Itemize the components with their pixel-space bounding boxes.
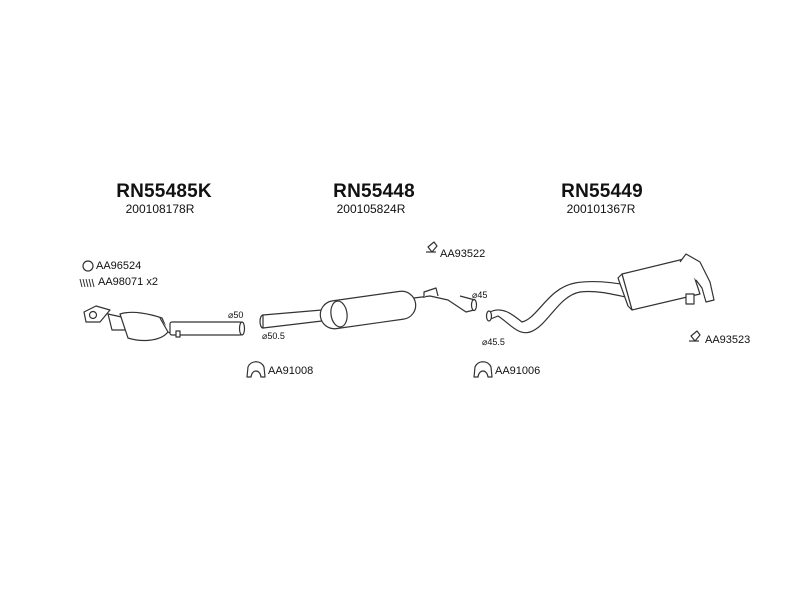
spring-kit-icon (79, 278, 95, 288)
part-code-catalyst: RN55485K (116, 181, 212, 202)
label-diameter-45-5: ⌀45.5 (482, 337, 505, 347)
catalyst-part (83, 305, 246, 342)
label-clamp-2: AA91006 (495, 365, 541, 377)
clamp-2-icon (473, 361, 493, 378)
label-hanger-rear: AA93523 (705, 334, 751, 346)
part-code-rear-silencer: RN55449 (561, 181, 643, 202)
label-hanger-front: AA93522 (440, 248, 486, 260)
label-clamp-1: AA91008 (268, 365, 314, 377)
label-spring-kit: AA98071 x2 (98, 276, 158, 288)
rear-silencer-part (485, 253, 715, 334)
part-code-middle-silencer: RN55448 (333, 181, 415, 202)
part-ref-middle-silencer: 200105824R (336, 202, 406, 216)
hanger-front-icon (426, 241, 438, 253)
label-ring-gasket: AA96524 (96, 260, 142, 272)
hanger-rear-icon (689, 330, 701, 342)
label-diameter-50: ⌀50 (228, 310, 244, 320)
label-diameter-45: ⌀45 (472, 290, 488, 300)
part-ref-rear-silencer: 200101367R (566, 202, 636, 216)
middle-silencer-part (259, 287, 478, 330)
clamp-1-icon (246, 361, 266, 378)
part-ref-catalyst: 200108178R (125, 202, 195, 216)
ring-gasket-icon (82, 260, 94, 272)
label-diameter-50-5: ⌀50.5 (262, 331, 285, 341)
